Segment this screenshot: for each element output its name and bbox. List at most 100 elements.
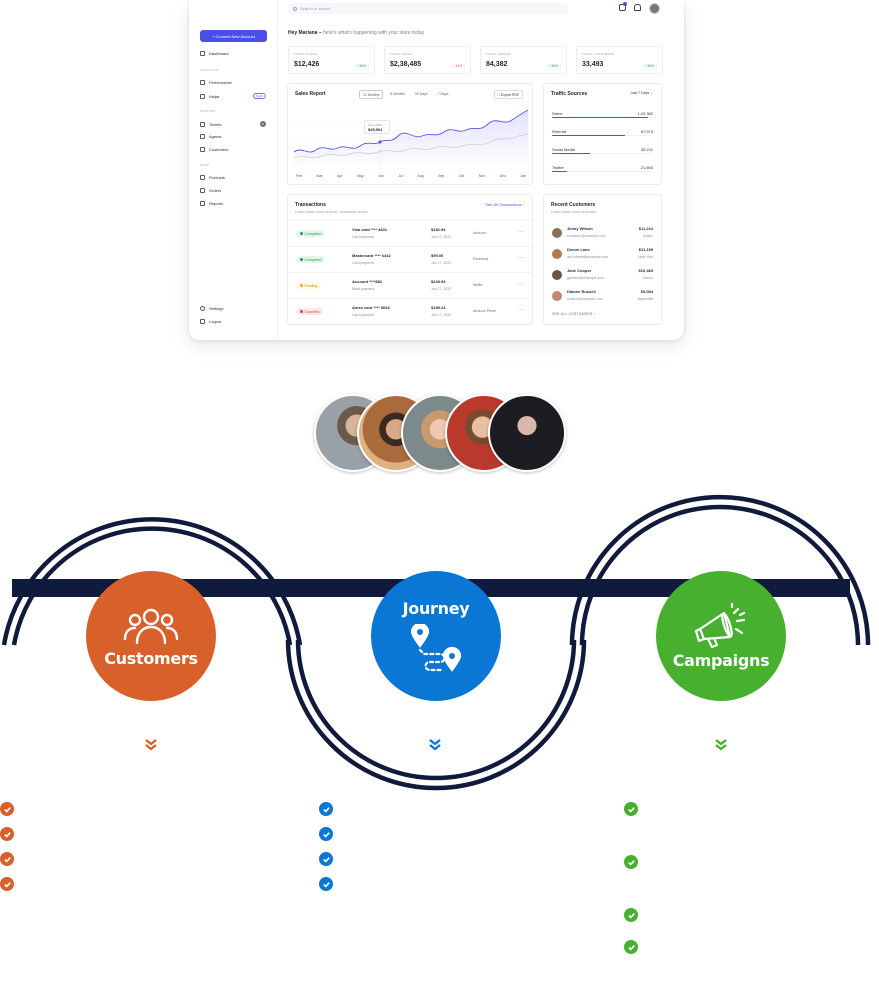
customers-circle: Customers — [86, 571, 216, 701]
chevron-down-icon: ⌄ — [650, 91, 653, 95]
dashboard-screenshot: + Connect New Account Dashboard ANALYTIC… — [189, 0, 684, 340]
stat-value: 33,493 — [582, 61, 604, 68]
more-icon[interactable]: ··· — [518, 307, 523, 313]
tx-amount: $182.94 — [431, 227, 446, 232]
greeting-text: here's what's happening with your store … — [323, 30, 425, 36]
traffic-bar — [552, 153, 591, 155]
list-item[interactable]: Dianne Russell curtis.d@example.com $9,0… — [552, 288, 653, 308]
sidebar-item-customers[interactable]: Customers — [200, 147, 266, 152]
sidebar-item-reports[interactable]: Reports — [200, 201, 266, 206]
tx-name: Visa card **** 4831 — [352, 227, 388, 232]
panel-subtitle: Lorem ipsum dolor sit ametis. — [551, 210, 597, 214]
sidebar-item-settings[interactable]: Settings — [200, 306, 266, 311]
panel-title: Sales Report — [295, 91, 326, 97]
notification-dot — [623, 2, 627, 6]
month-tick: Apr — [337, 174, 343, 178]
customer-city: New York — [638, 255, 653, 259]
sidebar-item-products[interactable]: Products — [200, 175, 266, 180]
tx-sub: Card payment — [352, 235, 374, 239]
export-pdf-button[interactable]: □ Export PDF — [493, 90, 523, 99]
tab-7-days[interactable]: 7 Days — [437, 91, 449, 96]
tx-name: Account ****882 — [352, 279, 383, 284]
stat-value: $12,426 — [294, 61, 320, 68]
check-icon — [624, 908, 638, 922]
greeting-name: Hey Mariana – — [288, 30, 322, 36]
avatar — [552, 291, 562, 301]
month-tick: Feb — [296, 174, 303, 178]
stat-change: + 36% ↑ — [356, 64, 369, 68]
check-icon — [0, 827, 14, 841]
stat-card-total-orders: TOTAL ORDERS 84,382 + 36% ↑ — [480, 46, 567, 74]
list-item[interactable]: Devon Lane dat.roberts@example.com $11,1… — [552, 246, 653, 266]
check-icon — [624, 802, 638, 816]
sidebar-section-shop: SHOP — [200, 163, 210, 167]
tab-6-months[interactable]: 6 Months — [390, 91, 405, 96]
chart-tooltip: June 2021 $45,591 — [364, 120, 390, 134]
panel-title: Recent Customers — [551, 202, 596, 208]
month-tick: Aug — [417, 174, 424, 178]
table-row[interactable]: Canceled Amex card **** 5666 Card paymen… — [288, 298, 532, 324]
traffic-bar — [552, 117, 648, 119]
tooltip-value: $45,591 — [368, 127, 383, 132]
see-all-customers-link[interactable]: SEE ALL CUSTOMERS › — [552, 312, 596, 316]
customer-email: w.lawson@example.com — [567, 234, 606, 238]
status-badge: Canceled — [296, 308, 324, 315]
cart-icon[interactable] — [619, 4, 626, 11]
tx-amount: $249.94 — [431, 279, 446, 284]
tickets-count-badge: 8 — [260, 121, 266, 127]
customer-name: Dianne Russell — [567, 289, 596, 294]
chevron-double-down-icon — [429, 739, 441, 751]
sidebar-item-performance[interactable]: Performance — [200, 80, 266, 85]
more-icon[interactable]: ··· — [518, 255, 523, 261]
sidebar-item-dashboard[interactable]: Dashboard — [200, 51, 266, 56]
campaigns-label: Campaigns — [672, 650, 770, 670]
table-row[interactable]: Completed Mastercard **** 6442 Card paym… — [288, 246, 532, 272]
megaphone-icon — [694, 602, 746, 648]
period-dropdown[interactable]: Last 7 Days ⌄ — [631, 91, 653, 95]
avatar — [552, 270, 562, 280]
sidebar-item-label: Orders — [209, 188, 222, 193]
customer-amount: $9,084 — [640, 289, 653, 294]
traffic-label: Referral — [552, 129, 567, 134]
tab-12-months[interactable]: 12 Months — [359, 90, 384, 99]
sidebar-item-tickets[interactable]: Tickets 8 — [200, 121, 266, 127]
customer-amount: $10,483 — [638, 268, 653, 273]
tag-icon — [200, 93, 205, 99]
search-input[interactable]: Search or search — [288, 3, 568, 14]
sidebar-item-logout[interactable]: Logout — [200, 319, 266, 324]
table-row[interactable]: Pending Account ****882 Bank payment $24… — [288, 272, 532, 298]
sidebar-item-label: Products — [209, 175, 225, 180]
list-item[interactable]: Jane Cooper jgraham@example.com $10,483 … — [552, 267, 653, 287]
avatar[interactable] — [649, 3, 660, 14]
bell-icon[interactable] — [634, 4, 641, 11]
bell-icon — [200, 188, 205, 193]
sidebar-item-hotjar[interactable]: Hotjar NEW — [200, 93, 266, 99]
see-all-transactions-link[interactable]: See All Transactions › — [485, 202, 524, 207]
table-row[interactable]: Completed Visa card **** 4831 Card payme… — [288, 220, 532, 246]
sidebar-item-orders[interactable]: Orders — [200, 188, 266, 193]
traffic-value: 21,893 — [640, 165, 653, 170]
customer-email: curtis.d@example.com — [567, 297, 603, 301]
list-item[interactable]: Jenny Wilson w.lawson@example.com $11,23… — [552, 225, 653, 245]
status-badge: Pending — [296, 282, 322, 289]
month-axis: Feb Mar Apr May Jun Jul Aug Sep Oct Nov … — [296, 174, 526, 178]
traffic-row-twitter: Twitter 21,893 — [552, 165, 653, 173]
more-icon[interactable]: ··· — [518, 281, 523, 287]
customer-name: Devon Lane — [567, 247, 590, 252]
month-tick: Mar — [316, 174, 323, 178]
sidebar-item-agents[interactable]: Agents — [200, 134, 266, 139]
stat-card-todays-sale: TODAY'S SALE $12,426 + 36% ↑ — [288, 46, 375, 74]
sidebar-item-label: Customers — [209, 147, 229, 152]
journey-label: Journey — [402, 598, 470, 618]
more-icon[interactable]: ··· — [518, 229, 523, 235]
sidebar-item-label: Settings — [209, 306, 224, 311]
tab-30-days[interactable]: 30 Days — [414, 91, 428, 96]
sidebar-section-support: SUPPORT — [200, 109, 216, 113]
customer-amount: $11,159 — [638, 247, 653, 252]
connect-account-button[interactable]: + Connect New Account — [200, 30, 267, 42]
month-tick: Jan — [520, 174, 526, 178]
traffic-value: 45,211 — [641, 147, 653, 152]
check-icon — [319, 852, 333, 866]
customer-name: Jane Cooper — [567, 268, 592, 273]
customer-name: Jenny Wilson — [567, 226, 593, 231]
